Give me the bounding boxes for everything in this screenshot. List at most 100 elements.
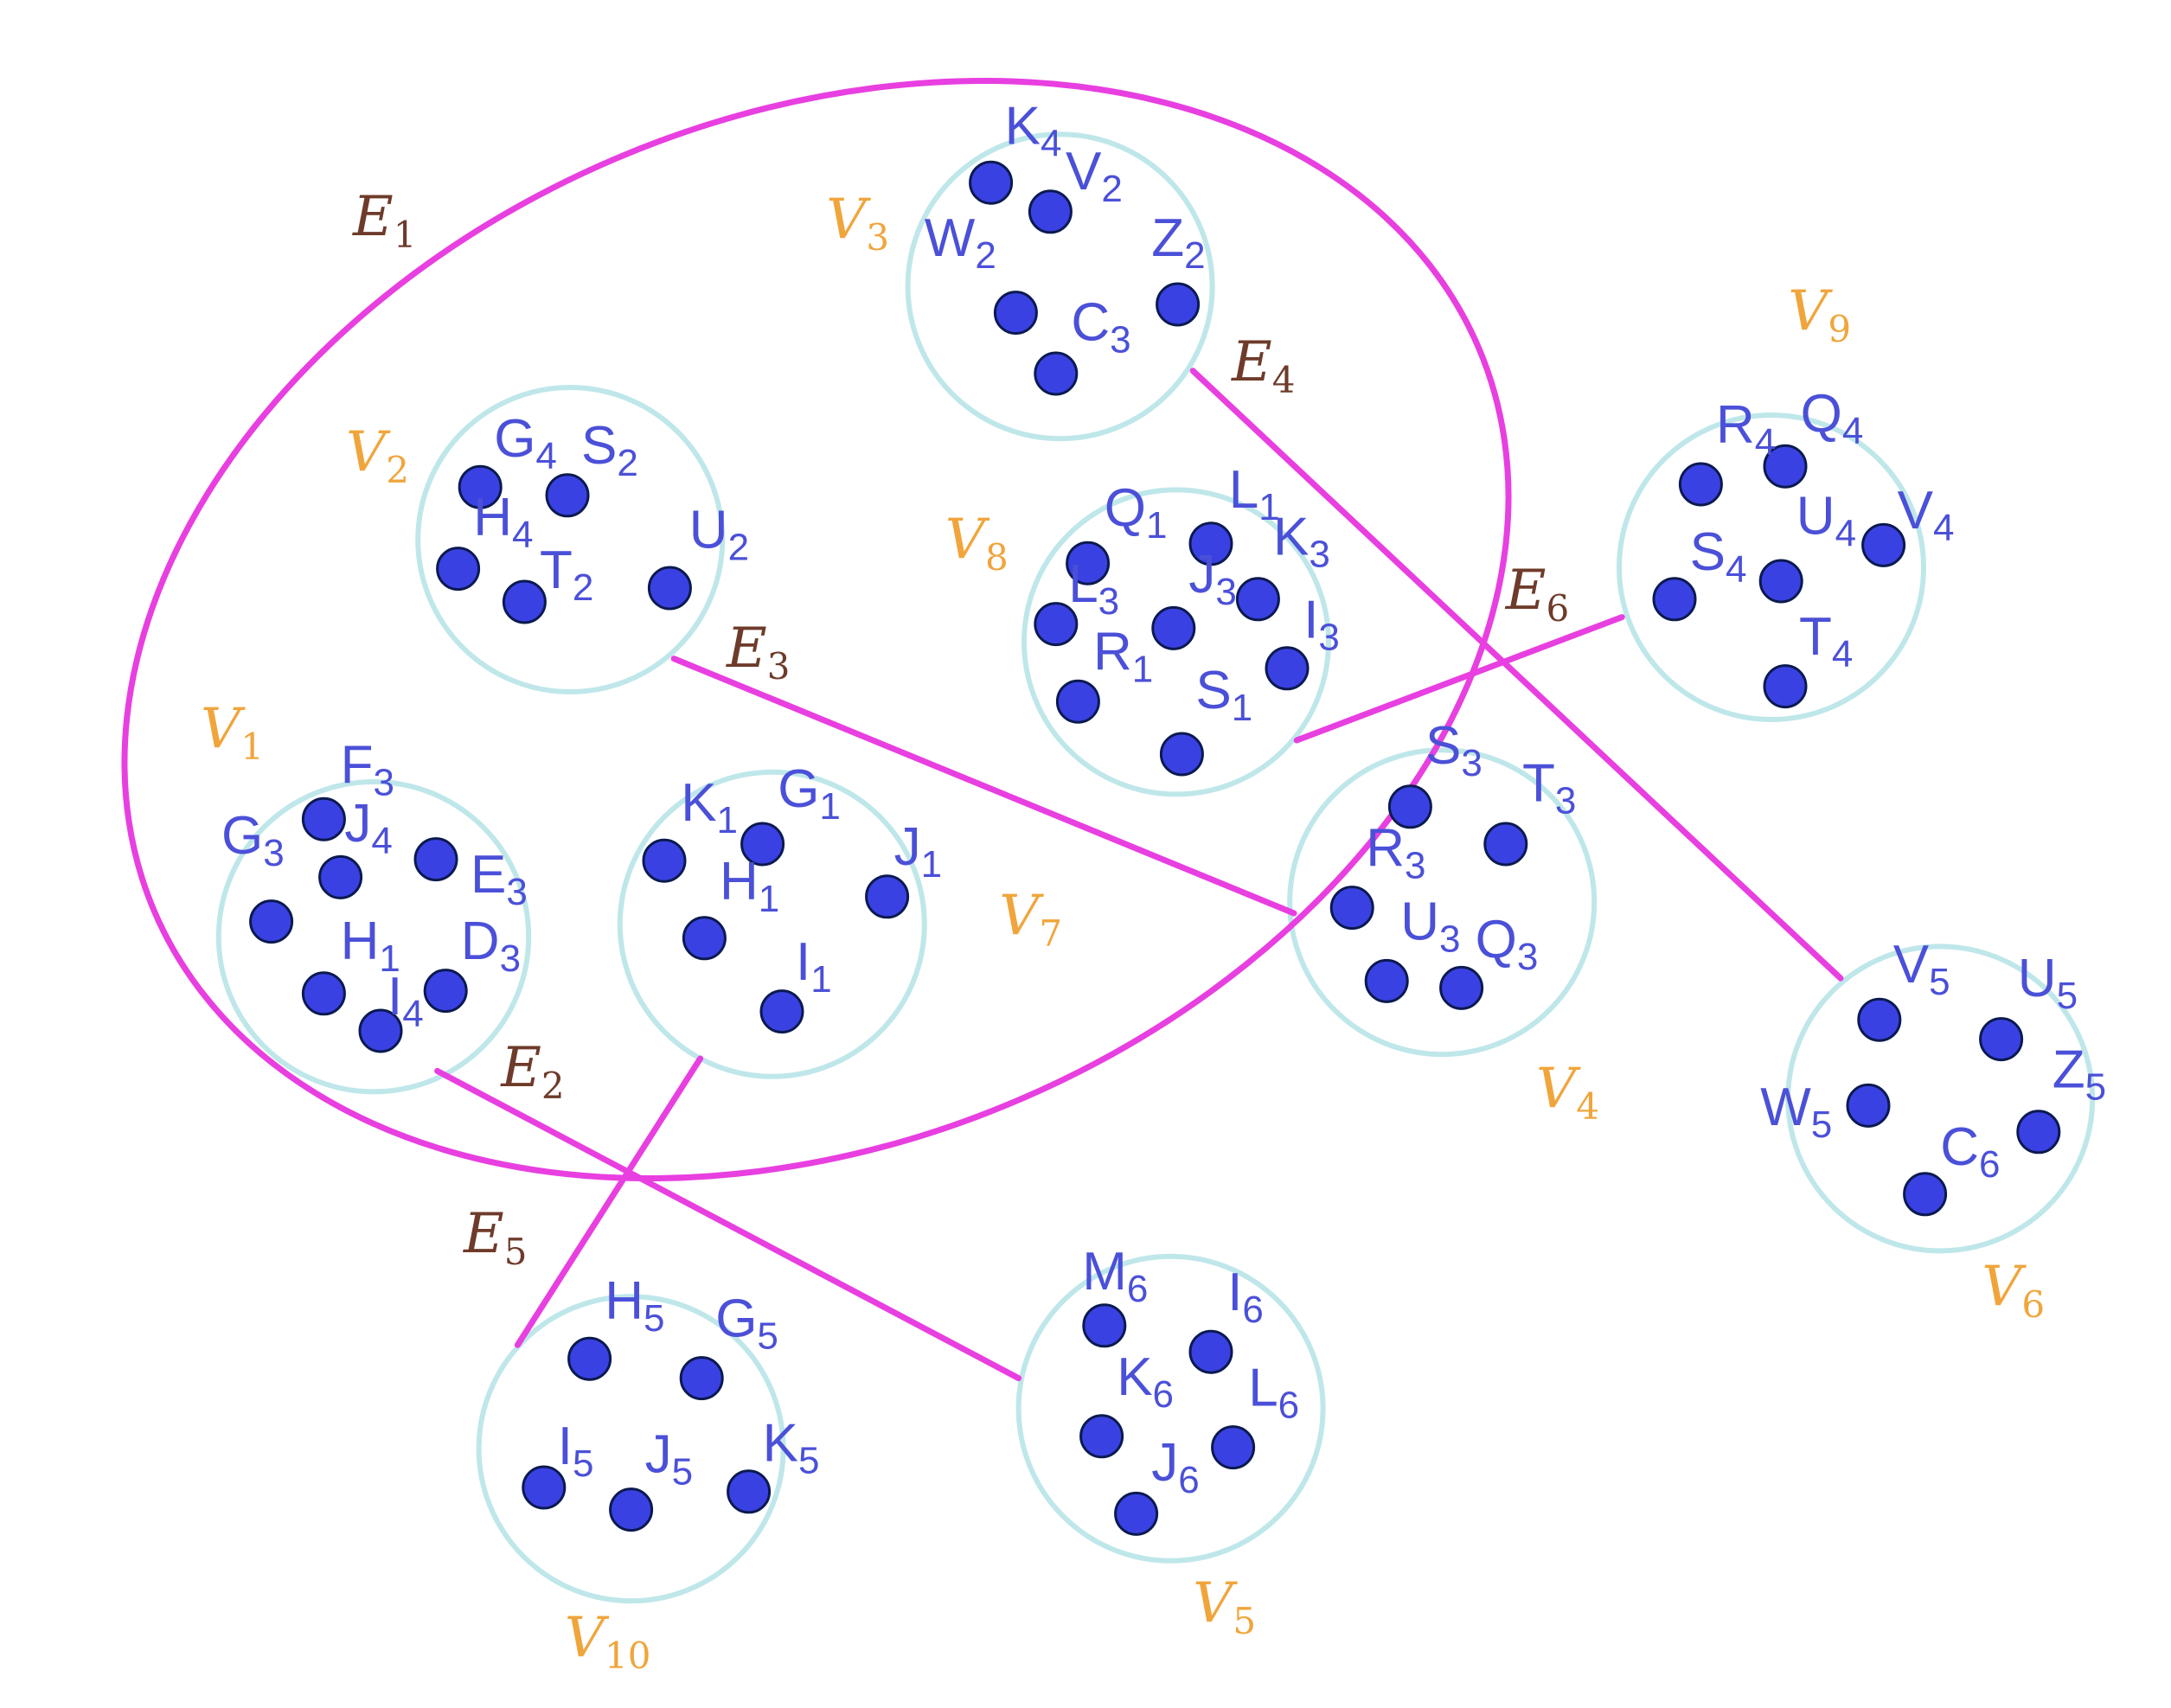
- vertex-dot: [249, 899, 294, 944]
- cluster-label-v8: V8: [945, 508, 1009, 579]
- vertex-label: L6: [1248, 1359, 1299, 1427]
- vertex-label: V2: [1066, 142, 1123, 210]
- vertex-dot: [436, 547, 481, 592]
- cluster-label-v5: V5: [1193, 1571, 1256, 1642]
- cluster-v1-circle: [215, 778, 532, 1095]
- vertex-dot: [1763, 664, 1808, 709]
- vertex-label: H5: [605, 1271, 664, 1340]
- hyperedge-e2-line: [434, 1067, 1022, 1382]
- vertex-label: G3: [221, 806, 285, 874]
- vertex-label: S4: [1690, 522, 1747, 591]
- cluster-v9-circle: [1617, 413, 1926, 722]
- cluster-label-v9: V9: [1788, 279, 1851, 350]
- vertex-dot: [1235, 577, 1280, 622]
- cluster-v8-circle: [1021, 487, 1331, 797]
- vertex-dot: [1114, 1491, 1159, 1536]
- vertex-dot: [1066, 541, 1111, 585]
- vertex-label: U5: [2018, 949, 2078, 1017]
- vertex-dot: [647, 566, 692, 611]
- hyperedge-e6-line: [1293, 614, 1625, 744]
- vertex-dot: [301, 796, 346, 841]
- vertex-label: G4: [494, 409, 557, 477]
- cluster-label-v6: V6: [1982, 1255, 2045, 1326]
- vertex-label: C3: [1071, 293, 1130, 361]
- vertex-dot: [727, 1469, 772, 1514]
- vertex-label: R4: [1716, 395, 1776, 464]
- vertex-label: E3: [471, 845, 528, 913]
- vertex-label: K6: [1117, 1347, 1174, 1416]
- hyperedge-e1-ellipse: [121, 77, 1512, 1182]
- vertex-label: K3: [1273, 508, 1330, 576]
- vertex-label: S3: [1425, 716, 1483, 784]
- vertex-label: J4: [344, 794, 392, 862]
- cluster-v2-circle: [415, 385, 726, 694]
- vertex-label: L3: [1068, 554, 1119, 623]
- vertex-dot: [318, 854, 363, 899]
- vertex-dot: [2016, 1110, 2061, 1155]
- vertex-dot: [1979, 1017, 2024, 1062]
- vertex-dot: [1055, 679, 1100, 724]
- vertex-dot: [413, 837, 458, 882]
- vertex-label: F3: [341, 736, 394, 804]
- cluster-label-v4: V4: [1536, 1057, 1599, 1128]
- vertex-label: L1: [1229, 460, 1280, 528]
- cluster-label-v3: V3: [826, 188, 889, 259]
- vertex-label: J3: [1188, 545, 1236, 613]
- vertex-label: H1: [720, 852, 779, 920]
- vertex-label: W5: [1760, 1078, 1832, 1146]
- vertex-label: H1: [341, 912, 400, 980]
- vertex-dot: [740, 822, 785, 867]
- hyperedge-e3-line: [670, 656, 1297, 917]
- cluster-v3-circle: [905, 131, 1215, 442]
- vertex-label: V5: [1893, 935, 1950, 1003]
- vertex-label: G1: [778, 759, 841, 828]
- vertex-dot: [1329, 886, 1374, 931]
- vertex-dot: [642, 838, 687, 883]
- cluster-label-v7: V7: [999, 884, 1062, 955]
- vertex-dot: [1387, 784, 1432, 829]
- vertex-label: S1: [1195, 661, 1252, 729]
- vertex-label: V4: [1898, 481, 1955, 549]
- cluster-v10-circle: [476, 1294, 786, 1604]
- vertex-label: Q3: [1476, 910, 1539, 978]
- vertex-dot: [1028, 189, 1073, 234]
- vertex-label: R1: [1093, 622, 1153, 690]
- vertex-label: D3: [461, 912, 521, 980]
- vertex-dot: [1758, 559, 1803, 604]
- cluster-label-v1: V1: [201, 697, 264, 768]
- cluster-v6-circle: [1785, 944, 2096, 1254]
- edge-label-e6: E6: [1505, 559, 1569, 630]
- vertex-dot: [1188, 1329, 1233, 1374]
- vertex-dot: [1678, 462, 1723, 507]
- vertex-label: G5: [715, 1289, 778, 1358]
- edge-label-e5: E5: [463, 1202, 527, 1273]
- vertex-dot: [682, 916, 727, 961]
- vertex-label: M6: [1082, 1242, 1148, 1310]
- vertex-label: Q4: [1801, 384, 1864, 452]
- vertex-label: K1: [681, 773, 738, 841]
- vertex-label: U2: [689, 501, 749, 569]
- vertex-dot: [545, 473, 590, 518]
- vertex-label: Q1: [1105, 478, 1168, 547]
- vertex-dot: [969, 160, 1014, 205]
- vertex-label: J6: [1151, 1433, 1199, 1501]
- vertex-dot: [502, 579, 547, 624]
- vertex-label: T3: [1522, 753, 1576, 822]
- vertex-dot: [1439, 965, 1484, 1010]
- cluster-v5-circle: [1015, 1253, 1326, 1564]
- vertex-label: T2: [540, 541, 593, 609]
- cluster-v4-circle: [1287, 747, 1598, 1058]
- edge-label-e4: E4: [1231, 330, 1295, 401]
- hyperedge-e4-line: [1189, 368, 1844, 982]
- vertex-dot: [522, 1465, 567, 1510]
- vertex-label: K5: [763, 1414, 820, 1482]
- vertex-dot: [458, 464, 503, 509]
- vertex-dot: [358, 1008, 403, 1053]
- vertex-dot: [1483, 822, 1528, 867]
- vertex-label: J1: [894, 817, 942, 886]
- vertex-label: J5: [645, 1424, 693, 1493]
- vertex-dot: [1903, 1172, 1948, 1217]
- vertex-label: W2: [925, 208, 996, 277]
- vertex-label: S2: [581, 416, 638, 484]
